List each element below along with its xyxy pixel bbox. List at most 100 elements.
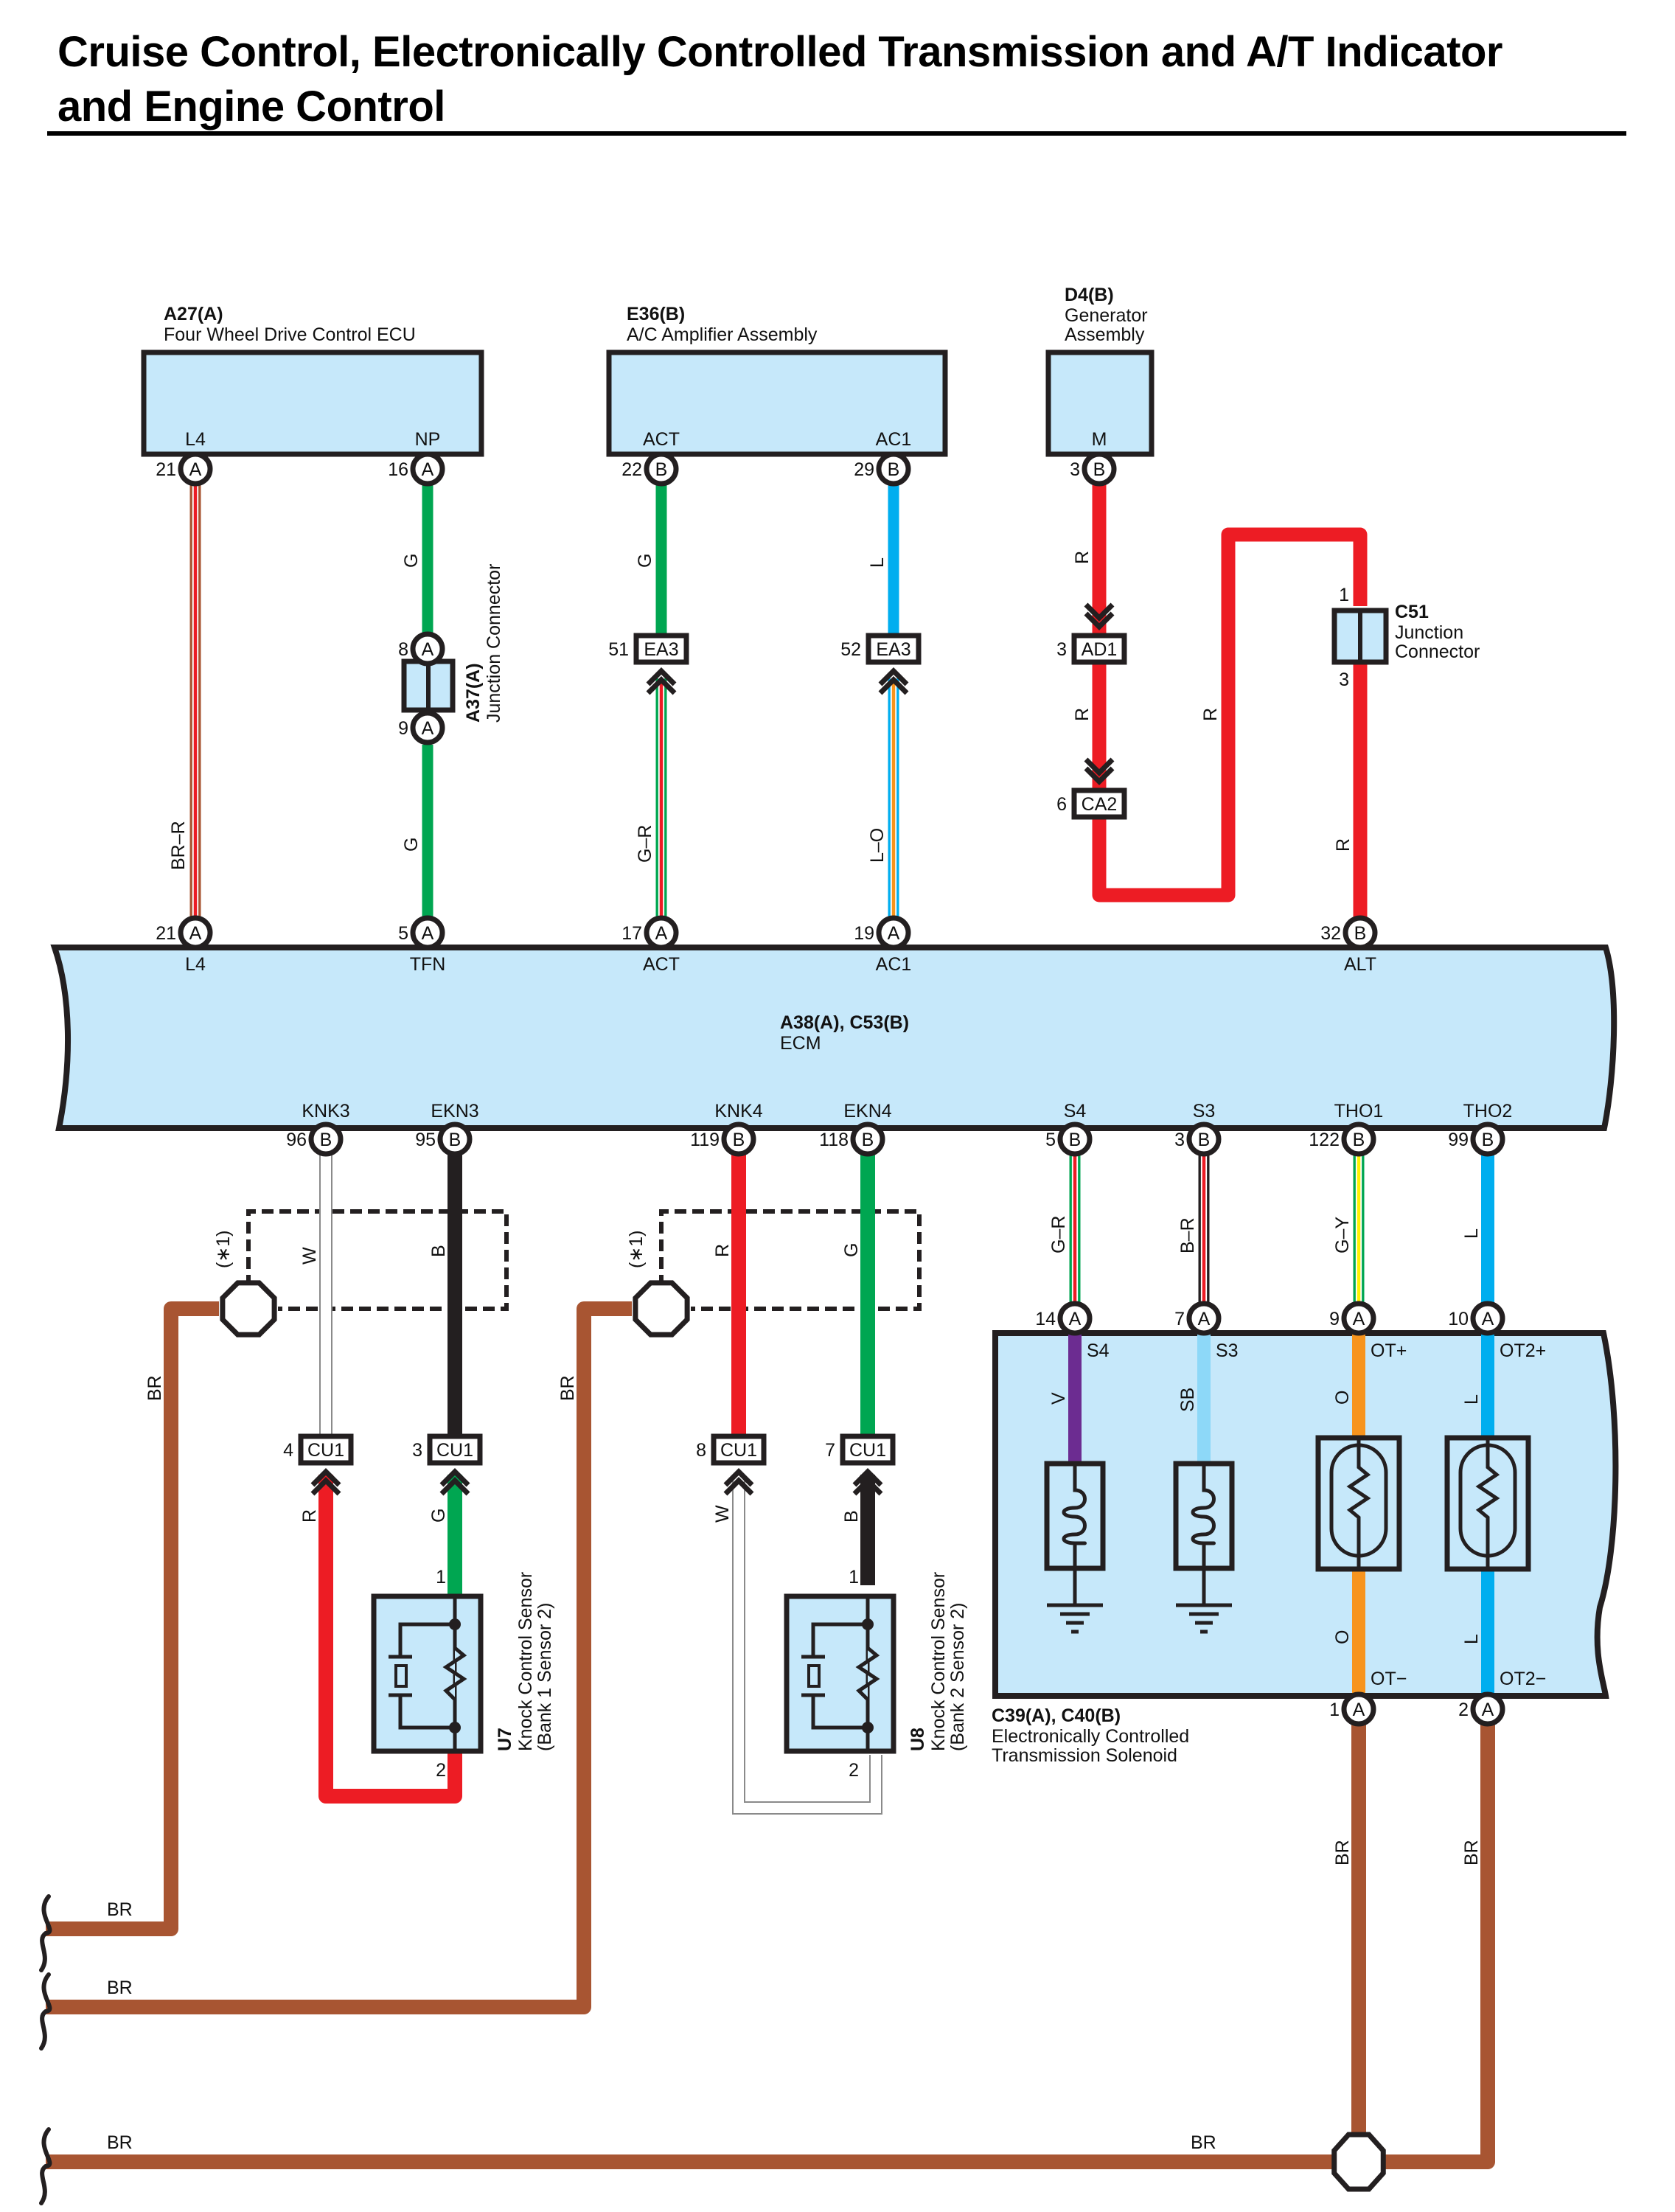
ecm-top-pin: A19 [854, 915, 911, 950]
wire-u7-red-base [318, 1475, 462, 1804]
piezo-crystal-icon [394, 1664, 408, 1688]
pin-circle [1057, 1121, 1093, 1157]
pin-connector-letter: A [422, 923, 434, 944]
solenoid-name-2: Transmission Solenoid [992, 1745, 1177, 1766]
ecm-top-pin-label: ACT [643, 954, 680, 975]
ground-bus-label-2: BR [107, 1978, 133, 1998]
pin-number: 32 [1320, 923, 1341, 944]
wire-shield2-br-base [46, 1301, 632, 2014]
pin-number: 95 [415, 1130, 436, 1150]
connector-pin-number: 4 [283, 1440, 293, 1461]
connector-code: AD1 [1082, 639, 1118, 660]
d4-name-1: Generator [1065, 305, 1148, 326]
chevron-down-icon [1084, 611, 1115, 630]
connector-code: CU1 [307, 1440, 344, 1461]
sensor-name-2: (Bank 2 Sensor 2) [947, 1603, 968, 1752]
pin-number: 2 [1458, 1700, 1469, 1720]
wire-label-ac1-lower: L–O [867, 828, 888, 863]
wire-label-np-lower: G [401, 838, 422, 852]
solenoid-bottom-pin-label: OT2− [1500, 1669, 1546, 1689]
pin-connector-letter: B [655, 459, 668, 480]
a37-pin-8: A8 [398, 631, 445, 667]
sensor-code: U7 [495, 1728, 515, 1751]
ground-bus-label-1: BR [107, 1899, 133, 1920]
sensor-pin-2: 2 [849, 1760, 859, 1781]
sensor-pin-2: 2 [436, 1760, 446, 1781]
wire-label-knk3: W [299, 1247, 320, 1265]
junction-dot [449, 1618, 461, 1630]
pin-circle [1186, 1301, 1222, 1336]
ecm-bottom-pin: B95 [415, 1121, 473, 1157]
chevron-up-icon [723, 1477, 754, 1496]
pin-connector-letter: B [1069, 1130, 1082, 1150]
ecm-bottom-pin: B99 [1448, 1121, 1505, 1157]
pin-circle [410, 710, 445, 745]
piezo-lead [398, 1695, 455, 1730]
chevron-up-icon [852, 1477, 883, 1496]
wire-label-s3: B–R [1177, 1217, 1198, 1253]
u8-knock-sensor [784, 1593, 896, 1754]
connector-box [711, 1433, 767, 1466]
wire-shield2-br [46, 1301, 632, 2014]
ecm-bottom-pin-label: S4 [1064, 1101, 1087, 1121]
pin-connector-letter: B [862, 1130, 874, 1150]
c51-name-1: Junction [1395, 622, 1463, 643]
e36-pin-label-act: ACT [643, 429, 680, 450]
wire-label-knk4: R [712, 1244, 733, 1257]
wire-label-ekn3: B [428, 1245, 449, 1257]
sensor-pin-1: 1 [436, 1567, 446, 1587]
pin-circle [644, 451, 679, 487]
pin-connector-letter: A [888, 923, 900, 944]
connector-pin-number: 7 [825, 1440, 835, 1461]
wire-u7-red [318, 1475, 462, 1804]
wire-label-tho2: L [1461, 1228, 1482, 1239]
solenoid-code: C39(A), C40(B) [992, 1705, 1121, 1726]
shield-dashed-outline [659, 1209, 922, 1311]
piezo-lead [398, 1622, 455, 1657]
ecm-bottom-pin-label: EKN3 [431, 1101, 478, 1121]
a27-pin-16: A16 [388, 451, 445, 487]
chevron-down-icon [1084, 602, 1115, 622]
connector-box [427, 1433, 483, 1466]
solenoid-top-pin-label: OT+ [1371, 1340, 1407, 1361]
pin-connector-letter: A [1482, 1700, 1494, 1720]
pin-number: 21 [156, 923, 176, 944]
shield-ground-point-1 [220, 1280, 277, 1338]
wire-label-alt-loop: R [1200, 708, 1221, 721]
ecm-box [50, 945, 1617, 1131]
solenoid-top-pin: A14 [1035, 1301, 1093, 1336]
chevron-up-icon [439, 1468, 470, 1487]
pin-number: 118 [819, 1130, 849, 1150]
pin-circle [1057, 1301, 1093, 1336]
ecm-top-pin: A5 [398, 915, 445, 950]
ecm-top-pin: B32 [1320, 915, 1378, 950]
pin-connector-letter: A [1482, 1309, 1494, 1329]
sensor-name-1: Knock Control Sensor [928, 1572, 949, 1751]
wire-break-icon [39, 1972, 52, 2051]
ecm-top-pin: A17 [621, 915, 679, 950]
pin-circle [410, 631, 445, 667]
wire-label-u7-red: R [299, 1509, 320, 1523]
a37-code: A37(A) [463, 663, 484, 723]
pin-circle [178, 451, 213, 487]
internal-label-v: V [1048, 1392, 1069, 1405]
connector-box [298, 1433, 354, 1466]
c51-pin-3: 3 [1339, 669, 1349, 690]
connector-box [1071, 787, 1127, 820]
connector-box [840, 1433, 896, 1466]
pin-number: 14 [1035, 1309, 1056, 1329]
pin-number: 9 [1329, 1309, 1340, 1329]
title-line-1: Cruise Control, Electronically Controlle… [58, 28, 1502, 76]
wire-gnd-ot2-br-base [1359, 1718, 1495, 2169]
coil-icon [1191, 1464, 1216, 1568]
e36-pin-29: B29 [854, 451, 911, 487]
a27-ecu-box [141, 349, 484, 457]
connector-box [633, 633, 689, 665]
chevron-down-icon [1084, 757, 1115, 776]
wire-alt-red-loop [1092, 527, 1368, 902]
ground-bus-label-3: BR [107, 2132, 133, 2153]
sensor-name-2: (Bank 1 Sensor 2) [534, 1603, 555, 1752]
